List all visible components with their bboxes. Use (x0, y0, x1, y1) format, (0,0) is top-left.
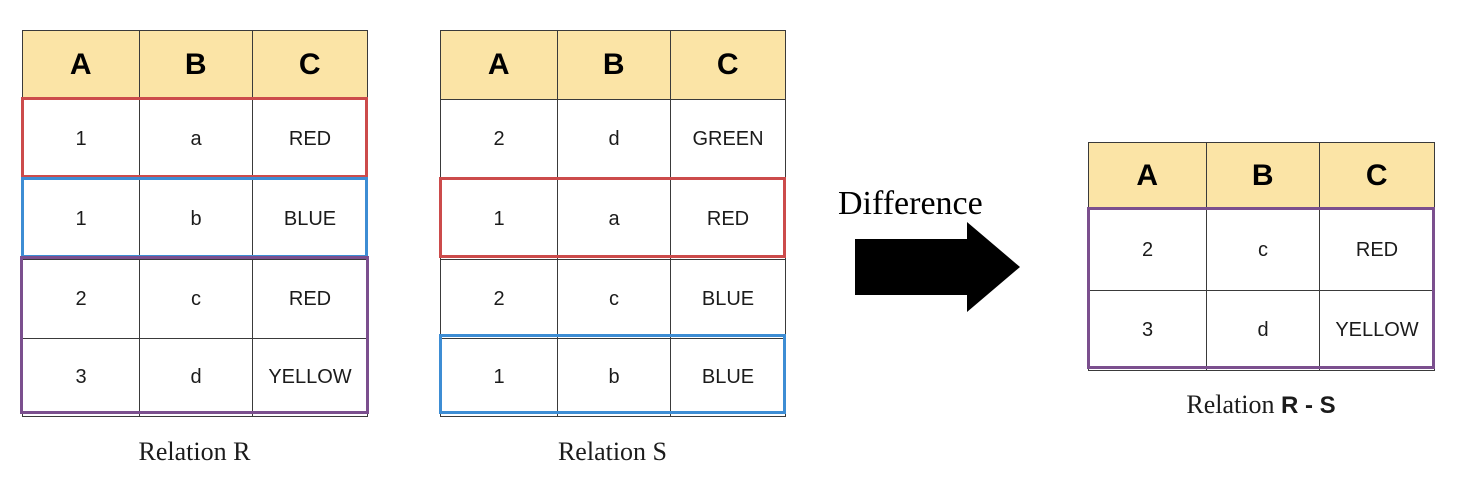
column-header-b: B (139, 30, 253, 100)
cell-a: 1 (440, 179, 558, 260)
right-arrow-icon (855, 222, 1020, 312)
column-header-c: C (252, 30, 368, 100)
cell-b: d (139, 338, 253, 417)
cell-a: 2 (440, 99, 558, 180)
column-header-c: C (1319, 142, 1435, 210)
table-row: 3 d YELLOW (22, 338, 368, 417)
table-row: 1 a RED (22, 99, 368, 180)
cell-c: GREEN (670, 99, 786, 180)
table-header-row: A B C (1088, 142, 1435, 210)
cell-c: YELLOW (1319, 290, 1435, 371)
table-row: 2 d GREEN (440, 99, 786, 180)
cell-a: 2 (22, 259, 140, 339)
table-row: 1 a RED (440, 179, 786, 260)
difference-label-text: Difference (838, 185, 983, 222)
column-header-a: A (1088, 142, 1207, 210)
relation-result-caption-serif: Relation (1186, 390, 1275, 419)
relation-result-table: A B C 2 c RED 3 d YELLOW (1088, 142, 1435, 371)
right-arrow-shape (855, 222, 1020, 312)
cell-b: d (557, 99, 671, 180)
cell-b: d (1206, 290, 1320, 371)
relation-s-caption-text: Relation S (557, 437, 668, 466)
cell-a: 2 (1088, 209, 1207, 291)
cell-a: 3 (22, 338, 140, 417)
relation-result-block: A B C 2 c RED 3 d YELLOW (1087, 142, 1435, 420)
column-header-a: A (440, 30, 558, 100)
cell-c: RED (252, 259, 368, 339)
column-header-a: A (22, 30, 140, 100)
cell-b: c (139, 259, 253, 339)
cell-b: a (139, 99, 253, 180)
table-row: 2 c RED (1088, 209, 1435, 291)
cell-c: RED (1319, 209, 1435, 291)
cell-a: 1 (22, 99, 140, 180)
table-row: 1 b BLUE (22, 179, 368, 260)
cell-b: a (557, 179, 671, 260)
relation-s-caption: Relation S (440, 437, 785, 467)
cell-c: RED (252, 99, 368, 180)
difference-operation-label: Difference (838, 185, 983, 223)
cell-c: BLUE (670, 259, 786, 339)
table-row: 2 c BLUE (440, 259, 786, 339)
cell-a: 3 (1088, 290, 1207, 371)
cell-b: c (557, 259, 671, 339)
cell-b: c (1206, 209, 1320, 291)
cell-a: 2 (440, 259, 558, 339)
relation-result-caption: Relation R - S (1088, 390, 1434, 420)
cell-c: BLUE (252, 179, 368, 260)
cell-c: RED (670, 179, 786, 260)
cell-c: BLUE (670, 338, 786, 417)
relation-r-block: A B C 1 a RED 1 b BLUE (20, 30, 369, 467)
relation-r-table: A B C 1 a RED 1 b BLUE (22, 30, 368, 417)
relation-s-table: A B C 2 d GREEN 1 a RED (440, 30, 786, 417)
column-header-b: B (557, 30, 671, 100)
cell-b: b (139, 179, 253, 260)
cell-a: 1 (440, 338, 558, 417)
table-row: 1 b BLUE (440, 338, 786, 417)
relation-r-caption-text: Relation R (138, 437, 251, 466)
relation-r-caption: Relation R (22, 437, 367, 467)
column-header-c: C (670, 30, 786, 100)
table-row: 2 c RED (22, 259, 368, 339)
cell-a: 1 (22, 179, 140, 260)
table-header-row: A B C (22, 30, 368, 100)
relation-s-block: A B C 2 d GREEN 1 a RED (439, 30, 786, 467)
table-row: 3 d YELLOW (1088, 290, 1435, 371)
table-header-row: A B C (440, 30, 786, 100)
column-header-b: B (1206, 142, 1320, 210)
cell-b: b (557, 338, 671, 417)
relation-result-caption-sans: R - S (1280, 392, 1336, 419)
cell-c: YELLOW (252, 338, 368, 417)
